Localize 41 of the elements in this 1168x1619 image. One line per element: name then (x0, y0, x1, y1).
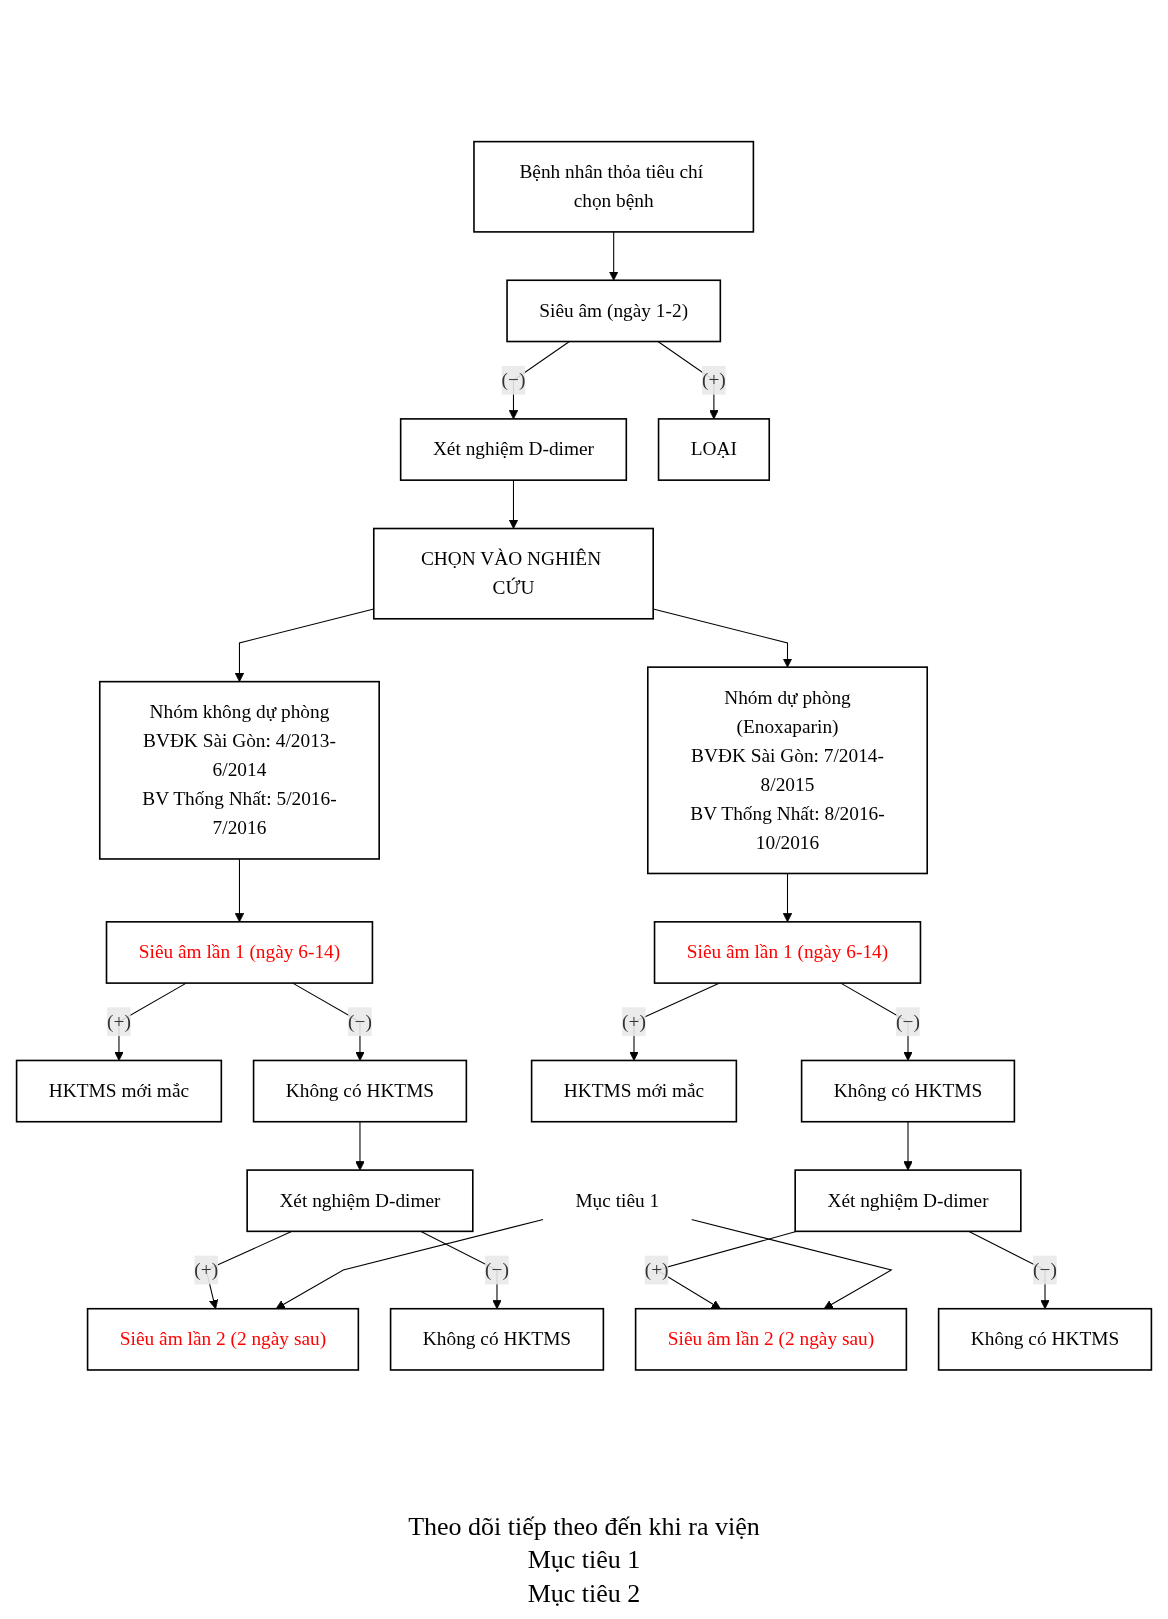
node-box (657, 418, 771, 481)
note-text: Mục tiêu 2 (527, 1578, 641, 1611)
node-box (246, 1169, 474, 1233)
edge-label: (−) (896, 1010, 920, 1032)
node-box (647, 666, 928, 875)
node-box (794, 1169, 1022, 1233)
node-box (506, 279, 722, 343)
edge-label: (+) (194, 1258, 219, 1281)
node-box (399, 418, 628, 481)
node-box (372, 527, 654, 620)
node-box (937, 1307, 1153, 1371)
arrow (608, 231, 619, 281)
edge-label: (+) (644, 1258, 669, 1281)
note-text: Mục tiêu 1 (527, 1544, 641, 1577)
node-box (389, 1307, 605, 1371)
node-box (15, 1059, 223, 1123)
node-box (86, 1307, 360, 1371)
arrow (355, 1121, 365, 1171)
edge-label: (+) (702, 368, 726, 391)
node-box (252, 1059, 468, 1123)
node-box (473, 140, 755, 233)
node-text: Mục tiêu 1 (575, 1189, 660, 1211)
arrow (782, 872, 793, 923)
node-box (105, 921, 374, 984)
arrow (508, 479, 519, 529)
edge-label: (+) (107, 1010, 131, 1032)
node-box (634, 1307, 908, 1371)
edge-label: (−) (1033, 1258, 1057, 1281)
arrow (690, 1218, 893, 1310)
flowchart: (+) (−) (+) (−) (+) (−) (+) (−) (+) (−) Bệnh nhân thỏa tiêu chí chọn bệnh Siêu âm (ngày 1-2) Xét nghiệm D-dimer LOẠI CHỌN VÀO NGHIÊN CỨU Nhóm không dự phòng BVĐK Sài Gòn: 4/2013-6/2014 BV Thống Nhất: 5/2016-7/2016 Nhóm dự phòng (Enoxaparin) BVĐK Sài Gòn: 7/2014-8/2015 BV Thống Nhất: 8/2016-10/2016 Siêu âm lần 1 (ngày 6-14) HKTMS mới mắc Không có HKTMS Xét nghiệm D-dimer Siêu âm lần 2 (2 ngày sau) Không có HKTMS Siêu âm lần 1 (ngày 6-14) HKTMS mới mắc Không có HKTMS Xét nghiệm D-dimer Siêu âm lần 2 (2 ngày sau) Không có HKTMS Mục tiêu 1 (8, 8, 1160, 1504)
edge-label: (−) (348, 1010, 372, 1032)
edge-label: (−) (501, 368, 526, 391)
note-text: Theo dõi tiếp theo đến khi ra viện (408, 1510, 760, 1543)
edge-label: (−) (485, 1258, 509, 1281)
node-box (98, 680, 380, 860)
node-box (653, 921, 922, 984)
node-box (530, 1059, 738, 1123)
arrow (234, 858, 245, 923)
node-box (800, 1059, 1016, 1123)
edge-label: (+) (622, 1010, 646, 1032)
arrow (903, 1121, 913, 1171)
